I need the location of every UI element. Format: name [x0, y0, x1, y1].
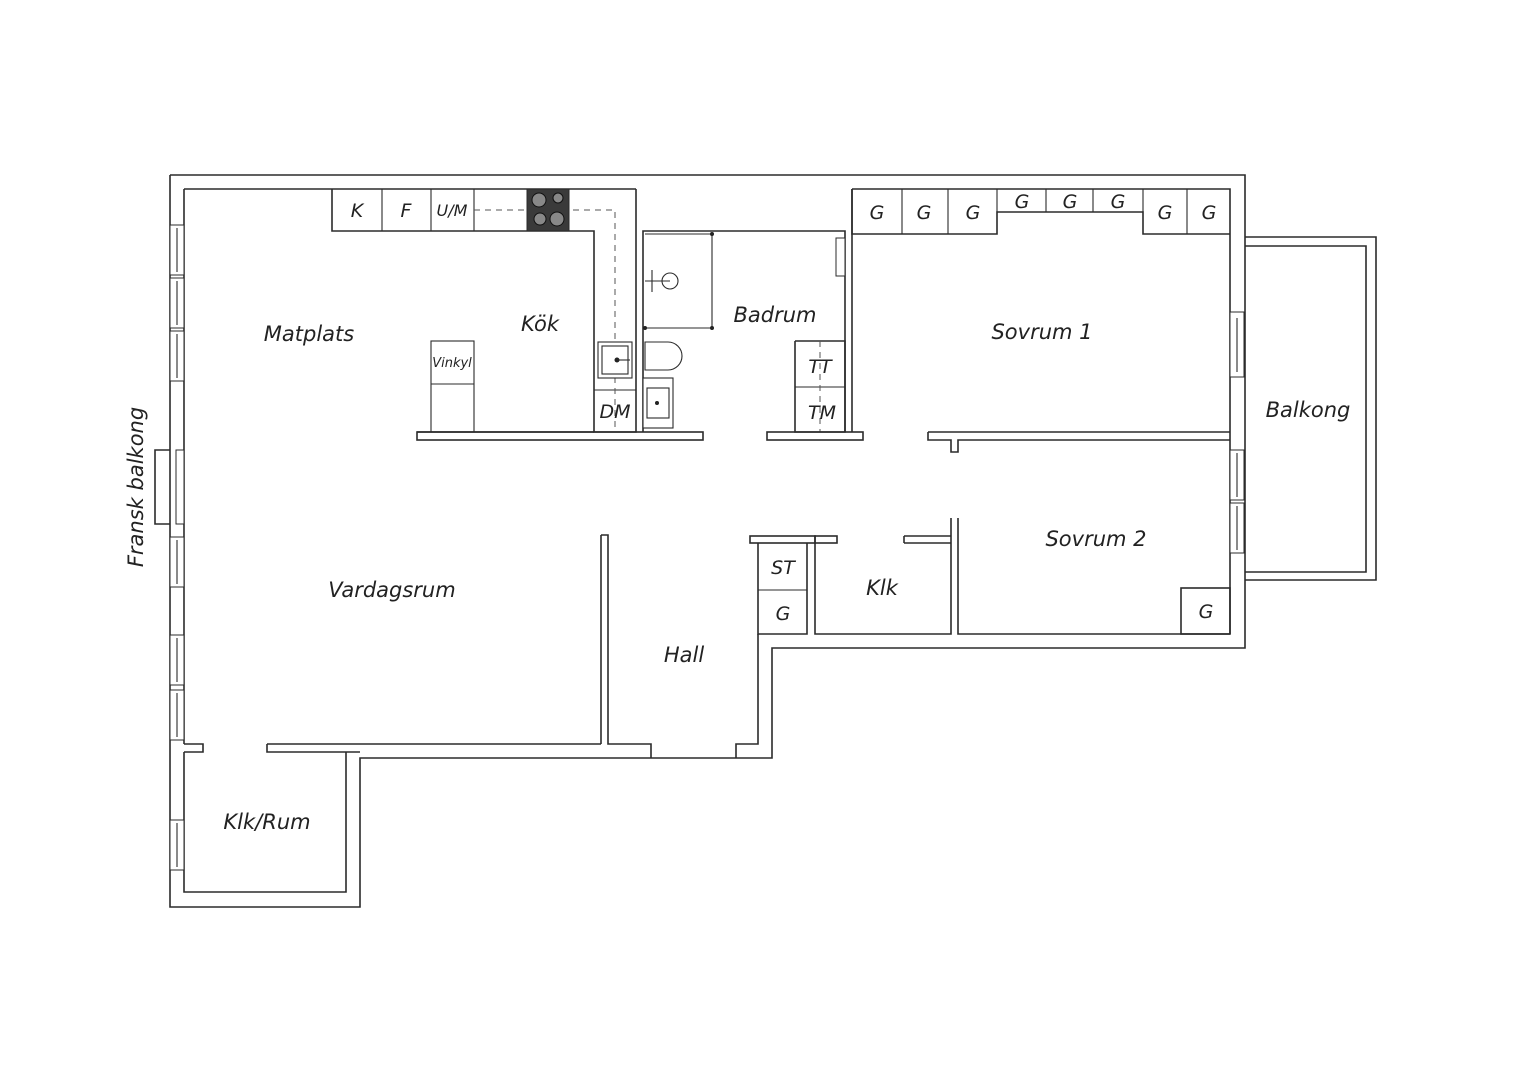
stove-burner-icon — [533, 212, 547, 226]
fixture-label-g: G — [1111, 191, 1126, 213]
toilet-icon — [644, 341, 683, 371]
fixture-labels: K F U/M Vinkyl DM TT TM ST G G G G G G G… — [351, 191, 1217, 625]
fixture-label-g: G — [1015, 191, 1030, 213]
right-windows — [1229, 311, 1245, 554]
room-label-kok: Kök — [521, 312, 560, 336]
balkong-outline — [1245, 236, 1377, 581]
bedroom-divider — [927, 431, 1230, 453]
fixture-label-g: G — [776, 603, 791, 625]
room-label-badrum: Badrum — [733, 303, 816, 327]
vinkyl-cabinet — [430, 340, 475, 433]
fixture-label-g: G — [1158, 202, 1173, 224]
left-windows — [169, 224, 185, 871]
fixture-label-g: G — [917, 202, 932, 224]
room-label-klk: Klk — [866, 576, 899, 600]
fixture-label-g: G — [966, 202, 981, 224]
room-label-fransk-balkong: Fransk balkong — [124, 407, 148, 567]
fixture-label-um: U/M — [437, 201, 468, 220]
room-label-balkong: Balkong — [1266, 398, 1351, 422]
hall-closet — [749, 535, 816, 635]
room-label-klk-rum: Klk/Rum — [223, 810, 310, 834]
stove-burner-icon — [531, 192, 547, 208]
fixture-label-tm: TM — [808, 402, 836, 424]
room-label-matplats: Matplats — [264, 322, 354, 346]
bedroom2-walls — [814, 518, 1231, 635]
fixture-label-g: G — [1063, 191, 1078, 213]
fransk-balkong-door — [154, 449, 185, 525]
fixture-label-tt: TT — [808, 356, 833, 378]
fixture-label-dm: DM — [599, 401, 630, 423]
stove-burner-icon — [552, 192, 564, 204]
fixture-label-g: G — [870, 202, 885, 224]
room-label-sovrum2: Sovrum 2 — [1045, 527, 1146, 551]
room-label-vardagsrum: Vardagsrum — [328, 578, 455, 602]
room-labels: Matplats Kök Badrum Sovrum 1 Sovrum 2 Ba… — [124, 303, 1350, 834]
room-label-sovrum1: Sovrum 1 — [991, 320, 1092, 344]
fixture-label-g: G — [1202, 202, 1217, 224]
fixture-label-k: K — [351, 200, 365, 222]
hall-walls — [184, 534, 759, 758]
room-label-hall: Hall — [664, 643, 704, 667]
kitchen-counter — [331, 188, 704, 441]
fixture-label-vinkyl: Vinkyl — [432, 356, 472, 371]
fixture-label-st: ST — [771, 557, 796, 579]
bedroom1-wardrobes — [851, 189, 1230, 235]
fixture-label-g: G — [1199, 601, 1214, 623]
stove-burner-icon — [549, 211, 565, 227]
fixture-label-f: F — [401, 200, 413, 222]
